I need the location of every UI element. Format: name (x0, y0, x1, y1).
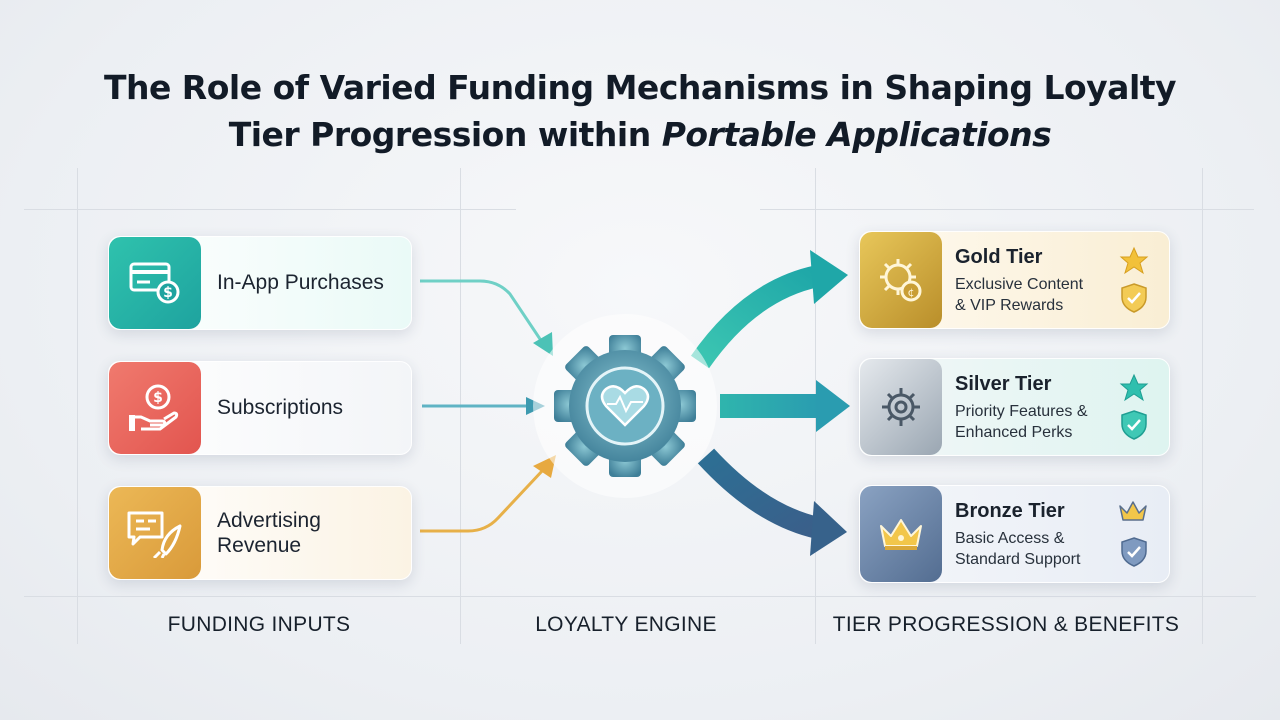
gear-icon (882, 388, 920, 426)
input-icon-box (109, 487, 201, 579)
arrow-in-app-to-engine (420, 279, 553, 356)
tier-desc-line: Priority Features & (955, 403, 1088, 420)
heart-icon (600, 385, 650, 427)
tier-desc-silver: Priority Features & Enhanced Perks (955, 401, 1087, 443)
tier-name-silver: Silver Tier (955, 373, 1052, 395)
gear-coin-icon: ¢ (880, 259, 922, 302)
input-label-in-app-purchases: In-App Purchases (217, 271, 384, 294)
title-line-2-italic: Portable Applications (661, 115, 1052, 154)
shield-check-icon (1121, 410, 1147, 440)
credit-card-icon: $ (129, 262, 180, 304)
tier-name-bronze: Bronze Tier (955, 500, 1065, 522)
page-title: The Role of Varied Funding Mechanisms in… (0, 64, 1280, 158)
title-line-1: The Role of Varied Funding Mechanisms in… (103, 68, 1177, 107)
svg-text:$: $ (153, 390, 163, 406)
loyalty-engine-gear (533, 314, 717, 498)
footer-label-funding-inputs: FUNDING INPUTS (167, 613, 351, 636)
input-card-in-app-purchases: $ In-App Purchases (108, 236, 412, 330)
title-line-2-plain: Tier Progression within (228, 115, 662, 154)
tier-icon-box: ¢ (860, 232, 942, 328)
guide-vertical-right (1202, 168, 1203, 644)
crown-icon (880, 519, 922, 550)
arrow-subscriptions-to-engine (422, 397, 545, 415)
guide-horizontal-top-left (24, 209, 516, 210)
arrow-engine-to-gold (690, 250, 848, 369)
arrow-engine-to-bronze (697, 448, 847, 556)
tier-desc-line: Standard Support (955, 551, 1081, 568)
input-label-advertising-revenue: Advertising Revenue (217, 509, 321, 557)
svg-text:¢: ¢ (908, 286, 915, 299)
tier-icon-box (860, 359, 942, 455)
tier-card-gold: ¢ Gold Tier Exclusive Content & VIP Rewa… (859, 231, 1170, 329)
svg-text:$: $ (163, 285, 173, 301)
tier-icon-box (860, 486, 942, 582)
input-icon-box: $ (109, 362, 201, 454)
guide-horizontal-bottom (24, 596, 1256, 597)
tier-card-silver: Silver Tier Priority Features & Enhanced… (859, 358, 1170, 456)
tier-desc-line: Exclusive Content (955, 276, 1084, 293)
tier-desc-bronze: Basic Access & Standard Support (955, 528, 1080, 570)
arrow-engine-to-silver (720, 380, 850, 432)
input-icon-box: $ (109, 237, 201, 329)
footer-label-tier-progression: TIER PROGRESSION & BENEFITS (832, 613, 1180, 636)
arrow-advertising-to-engine (420, 455, 556, 533)
tier-card-bronze: Bronze Tier Basic Access & Standard Supp… (859, 485, 1170, 583)
shield-check-icon (1121, 537, 1147, 567)
tier-desc-line: Enhanced Perks (955, 424, 1073, 441)
guide-horizontal-top-right (760, 209, 1254, 210)
ad-rocket-icon (127, 511, 182, 558)
tier-desc-gold: Exclusive Content & VIP Rewards (955, 274, 1083, 316)
tier-desc-line: Basic Access & (955, 530, 1065, 547)
input-card-advertising-revenue: Advertising Revenue (108, 486, 412, 580)
footer-label-loyalty-engine: LOYALTY ENGINE (535, 613, 717, 636)
crown-icon (1119, 501, 1147, 521)
shield-check-icon (1121, 283, 1147, 313)
title-line-2: Tier Progression within Portable Applica… (0, 111, 1280, 158)
guide-vertical-left (77, 168, 78, 644)
tier-desc-line: & VIP Rewards (955, 297, 1064, 314)
star-icon (1119, 246, 1149, 275)
hand-coin-icon: $ (129, 384, 179, 431)
input-card-subscriptions: $ Subscriptions (108, 361, 412, 455)
star-icon (1119, 373, 1149, 402)
input-label-subscriptions: Subscriptions (217, 396, 344, 419)
tier-name-gold: Gold Tier (955, 246, 1043, 268)
